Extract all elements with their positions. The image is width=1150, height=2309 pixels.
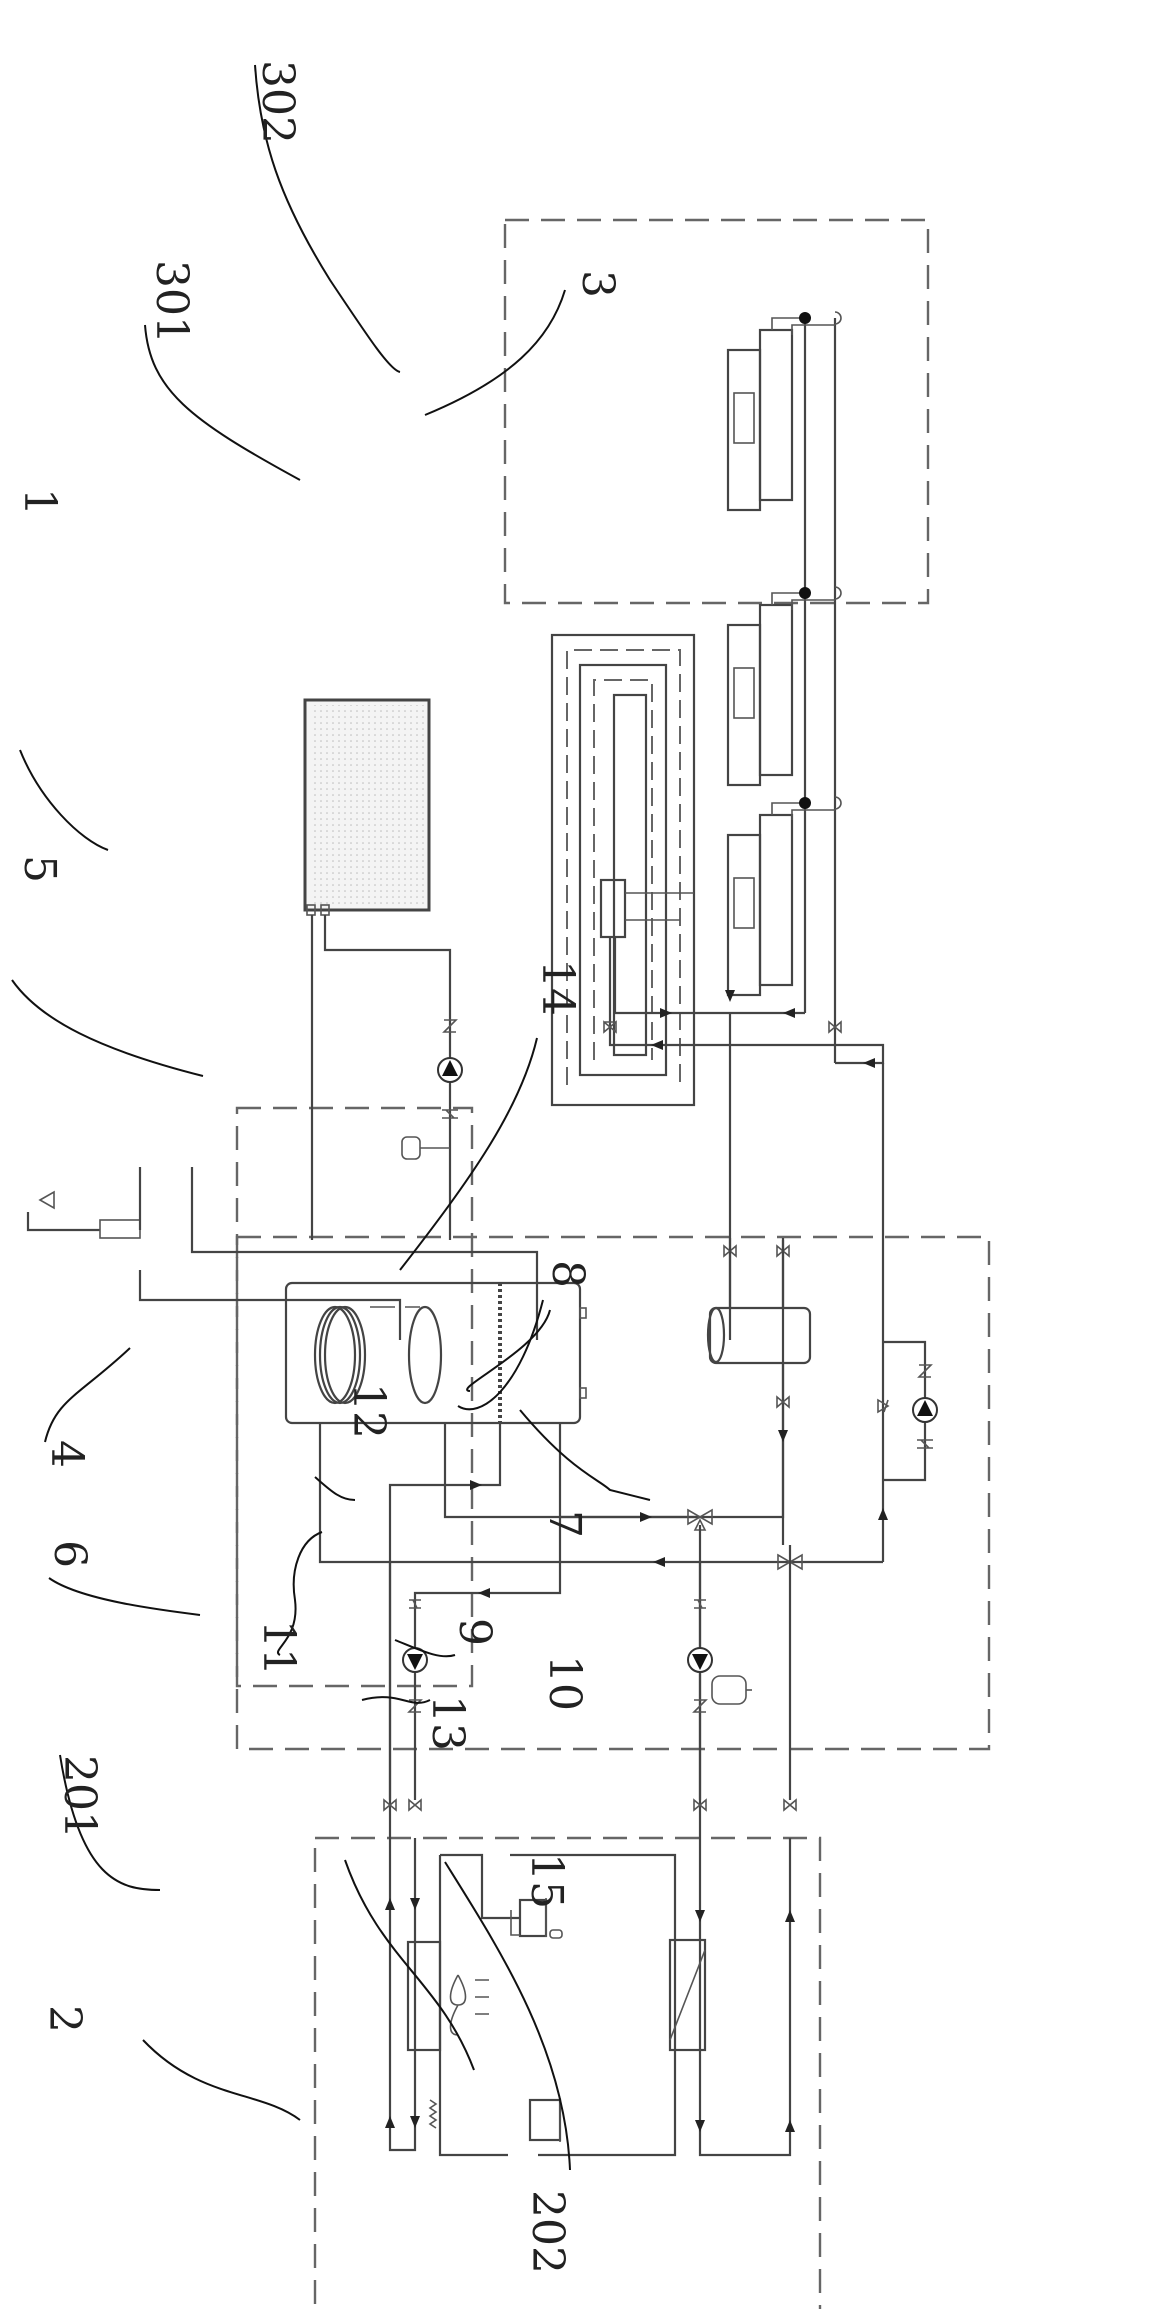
condenser <box>406 1940 442 2052</box>
label-5: 5 <box>14 855 65 883</box>
label-302: 302 <box>252 60 303 144</box>
label-10: 10 <box>539 1655 590 1711</box>
fan-coil-unit <box>726 311 842 512</box>
heat-pump-module-box-2 <box>313 1836 822 2309</box>
gas-liquid-separator <box>528 2098 562 2142</box>
pump-lines <box>388 1562 752 1838</box>
shower-outlet-icon <box>38 1190 55 1210</box>
solar-module-box-1 <box>235 1106 474 1688</box>
pump-8-loop <box>877 1340 938 1562</box>
label-1: 1 <box>14 488 65 516</box>
terminal-module-box-3 <box>503 218 930 605</box>
valve-7 <box>877 1398 890 1414</box>
fan-coil-unit <box>726 586 842 787</box>
central-piping <box>318 1340 938 1800</box>
label-11: 11 <box>253 1620 304 1676</box>
expansion-tank-15 <box>711 1675 747 1705</box>
manifold <box>599 878 627 939</box>
label-14: 14 <box>532 960 583 1016</box>
buffer-tank-14 <box>560 1238 812 1519</box>
fan-coil-units-302 <box>726 311 842 1063</box>
label-12: 12 <box>343 1383 394 1439</box>
label-13: 13 <box>422 1695 473 1751</box>
domestic-water-connection <box>26 1167 539 1340</box>
label-4: 4 <box>41 1440 92 1468</box>
solar-collector <box>303 698 463 1240</box>
fan-icon <box>449 1974 467 2036</box>
label-9: 9 <box>449 1618 500 1646</box>
label-3: 3 <box>572 270 623 298</box>
label-7: 7 <box>539 1510 590 1538</box>
storage-tank-4 <box>284 1281 587 1425</box>
label-202: 202 <box>522 2190 573 2274</box>
expansion-coil <box>428 2099 438 2129</box>
central-module-box <box>235 1235 991 1751</box>
leader-lines <box>11 64 651 2171</box>
label-8: 8 <box>542 1260 593 1288</box>
expansion-vessel <box>401 1136 421 1160</box>
label-201: 201 <box>54 1755 105 1839</box>
fan-coil-unit <box>726 796 842 997</box>
floor-heating-coil-301 <box>550 633 696 1107</box>
label-6: 6 <box>44 1540 95 1568</box>
label-301: 301 <box>146 260 197 344</box>
three-way-valve-9 <box>777 1545 803 1800</box>
plate-exchanger <box>668 1938 707 2052</box>
label-15: 15 <box>521 1853 572 1909</box>
heat-pump-unit-2 <box>383 1798 797 2157</box>
label-2: 2 <box>39 2005 90 2033</box>
